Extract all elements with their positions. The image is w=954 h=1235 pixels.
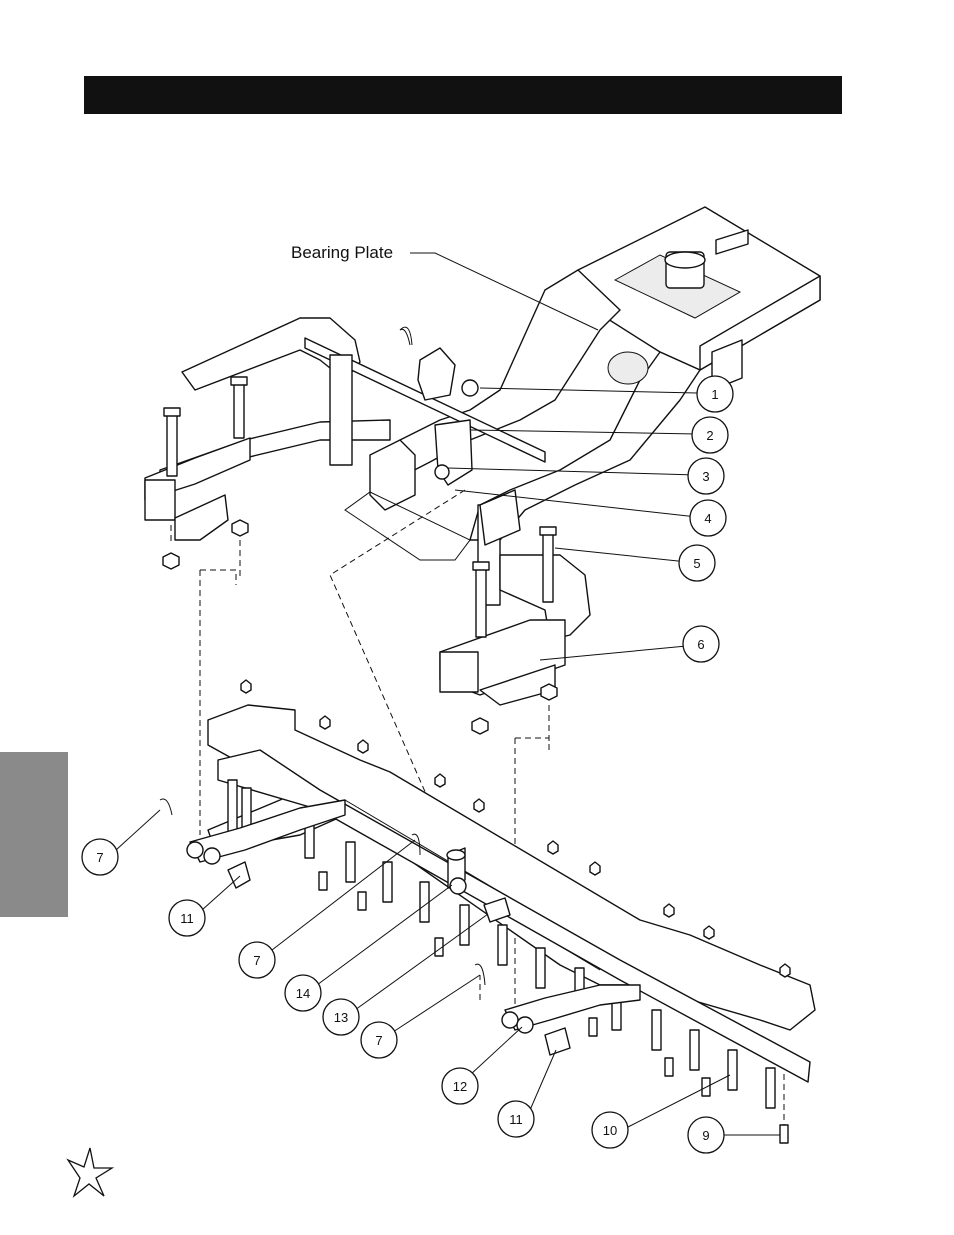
svg-text:9: 9 — [702, 1128, 709, 1143]
svg-text:14: 14 — [296, 986, 310, 1001]
callout-4: 4 — [690, 500, 726, 536]
callout-6: 6 — [683, 626, 719, 662]
svg-text:7: 7 — [375, 1033, 382, 1048]
callout-5: 5 — [679, 545, 715, 581]
callout-3: 3 — [688, 458, 724, 494]
svg-text:10: 10 — [603, 1123, 617, 1138]
callout-12: 12 — [442, 1068, 478, 1104]
svg-text:2: 2 — [706, 428, 713, 443]
svg-text:7: 7 — [96, 850, 103, 865]
svg-text:11: 11 — [509, 1112, 523, 1127]
callout-11b: 11 — [498, 1101, 534, 1137]
callout-2: 2 — [692, 417, 728, 453]
callout-9: 9 — [688, 1117, 724, 1153]
callout-7a: 7 — [82, 839, 118, 875]
bearing-plate-label: Bearing Plate — [291, 243, 393, 262]
svg-text:12: 12 — [453, 1079, 467, 1094]
callout-7b: 7 — [239, 942, 275, 978]
svg-text:5: 5 — [693, 556, 700, 571]
svg-text:3: 3 — [702, 469, 709, 484]
callout-14: 14 — [285, 975, 321, 1011]
callout-13: 13 — [323, 999, 359, 1035]
callout-7c: 7 — [361, 1022, 397, 1058]
svg-text:13: 13 — [334, 1010, 348, 1025]
callout-11a: 11 — [169, 900, 205, 936]
svg-text:4: 4 — [704, 511, 711, 526]
star-logo-icon — [68, 1148, 112, 1196]
callout-1: 1 — [697, 376, 733, 412]
svg-text:1: 1 — [711, 387, 718, 402]
svg-text:6: 6 — [697, 637, 704, 652]
svg-text:11: 11 — [180, 911, 194, 926]
callout-10: 10 — [592, 1112, 628, 1148]
svg-text:7: 7 — [253, 953, 260, 968]
